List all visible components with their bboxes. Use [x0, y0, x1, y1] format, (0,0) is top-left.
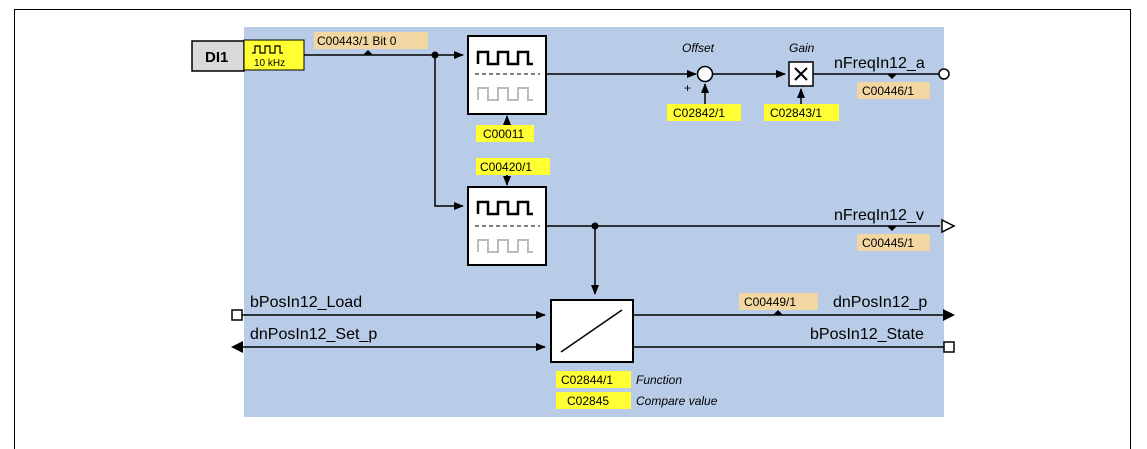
- load-terminal-icon: [231, 309, 243, 321]
- freq-a-param-tap: [887, 74, 897, 79]
- gain-label: Gain: [789, 41, 815, 55]
- pulse-train-icon: [252, 45, 283, 54]
- freq-block-top: [467, 35, 547, 115]
- freq-block-mid-ghost-icon: [477, 239, 533, 253]
- freq-block-top-pulse-icon: [476, 50, 533, 66]
- offset-sign: +: [684, 81, 691, 95]
- offset-node: [696, 65, 714, 83]
- input-frequency: 10 kHz: [254, 58, 285, 69]
- gain-param-badge: [764, 104, 839, 121]
- gain-param: C02843/1: [770, 106, 822, 120]
- mid-block-param: C00420/1: [480, 160, 532, 174]
- compare-param: C02845: [567, 394, 609, 408]
- set-p-terminal-icon: [231, 341, 243, 353]
- ramp-icon: [560, 309, 623, 353]
- freq-v-param-tap: [887, 226, 897, 231]
- freq-block-mid-pulse-icon: [476, 200, 533, 216]
- function-param: C02844/1: [561, 373, 613, 387]
- pos-p-param-tap: [773, 310, 783, 315]
- pos-p-param: C00449/1: [744, 295, 796, 309]
- state-name: bPosIn12_State: [810, 326, 924, 343]
- freq-block-top-ghost-icon: [477, 87, 533, 101]
- diagram-frame: [14, 9, 1131, 449]
- input-branch-line: [434, 55, 464, 210]
- offset-label: Offset: [682, 41, 715, 55]
- freq-v-param: C00445/1: [862, 236, 914, 250]
- freq-input-badge: [243, 39, 305, 71]
- input-param-badge: [314, 32, 428, 49]
- block-diagram: DI1 10 kHz C00443/1 Bit 0 C00011 Offset …: [191, 27, 956, 417]
- pos-p-name: dnPosIn12_p: [833, 294, 927, 311]
- freq-v-name: nFreqIn12_v: [834, 207, 924, 224]
- pos-p-terminal-icon: [943, 309, 955, 321]
- function-param-badge: [556, 371, 631, 388]
- load-name: bPosIn12_Load: [250, 294, 362, 311]
- state-terminal-icon: [943, 341, 955, 353]
- freq-a-name: nFreqIn12_a: [834, 55, 925, 72]
- di1-label: DI1: [205, 49, 228, 66]
- compare-label: Compare value: [636, 394, 718, 408]
- input-param-tap: [363, 50, 373, 55]
- offset-param: C02842/1: [673, 106, 725, 120]
- top-block-param-badge: [476, 125, 534, 142]
- freq-a-terminal-icon: [938, 68, 950, 80]
- freq-v-param-badge: [857, 234, 930, 251]
- compare-param-badge: [556, 392, 631, 409]
- offset-param-badge: [667, 104, 741, 121]
- function-label: Function: [636, 373, 682, 387]
- freq-v-terminal-icon: [941, 218, 956, 234]
- freq-a-param: C00446/1: [862, 84, 914, 98]
- input-param: C00443/1 Bit 0: [317, 34, 397, 48]
- pos-p-param-badge: [739, 293, 818, 310]
- di1-box: [191, 40, 245, 72]
- freq-a-param-badge: [857, 82, 930, 99]
- multiply-icon: [794, 67, 808, 81]
- set-p-name: dnPosIn12_Set_p: [250, 326, 377, 343]
- mid-block-param-badge: [476, 158, 550, 175]
- top-block-param: C00011: [483, 127, 524, 141]
